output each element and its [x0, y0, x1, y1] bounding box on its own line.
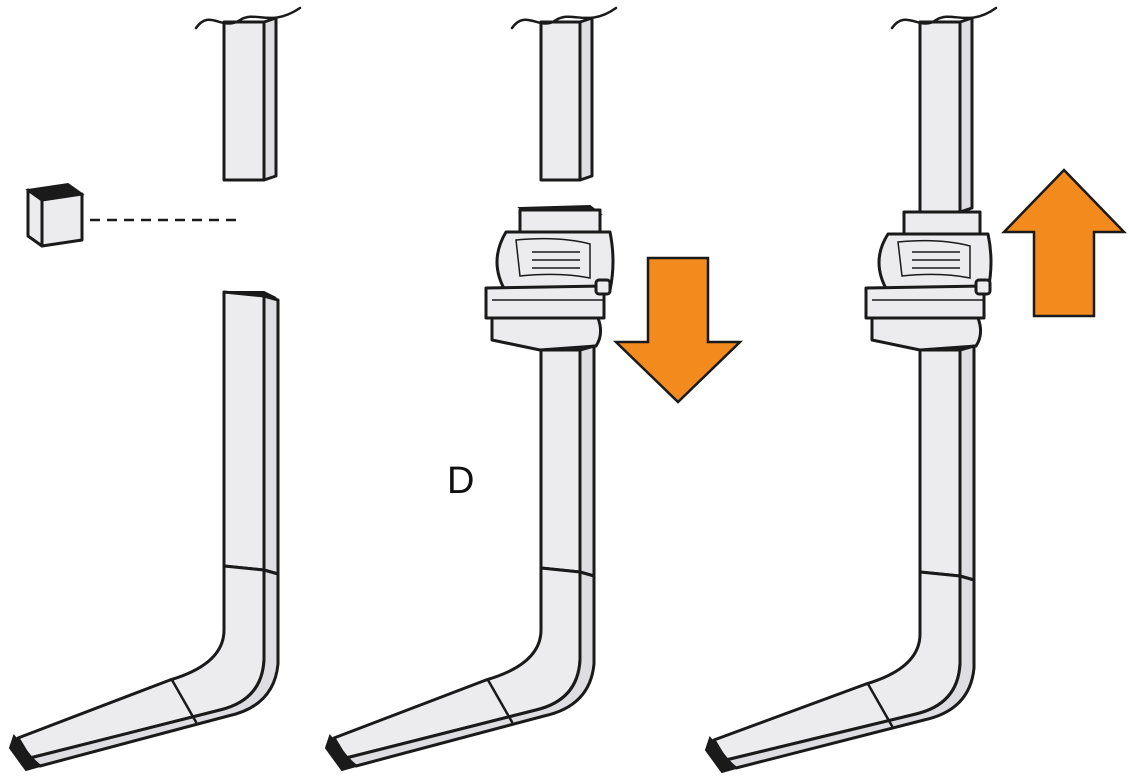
- lower-pipe-with-shoe: [704, 344, 976, 774]
- upper-pipe-segment: [194, 6, 302, 182]
- upper-pipe-joined: [890, 6, 998, 214]
- panel-step-1: [8, 6, 302, 772]
- up-arrow: [1001, 168, 1127, 318]
- upper-pipe-segment: [510, 6, 618, 182]
- down-arrow: [612, 256, 744, 404]
- lower-pipe-with-shoe: [324, 344, 596, 772]
- panel-step-2: [324, 6, 744, 772]
- pipe-offcut: [25, 182, 240, 248]
- panel-step-3: [704, 6, 1127, 774]
- rain-collector: [864, 210, 993, 352]
- step-label: D: [447, 460, 475, 502]
- lower-pipe-with-shoe: [8, 290, 280, 772]
- rain-collector: [484, 204, 615, 352]
